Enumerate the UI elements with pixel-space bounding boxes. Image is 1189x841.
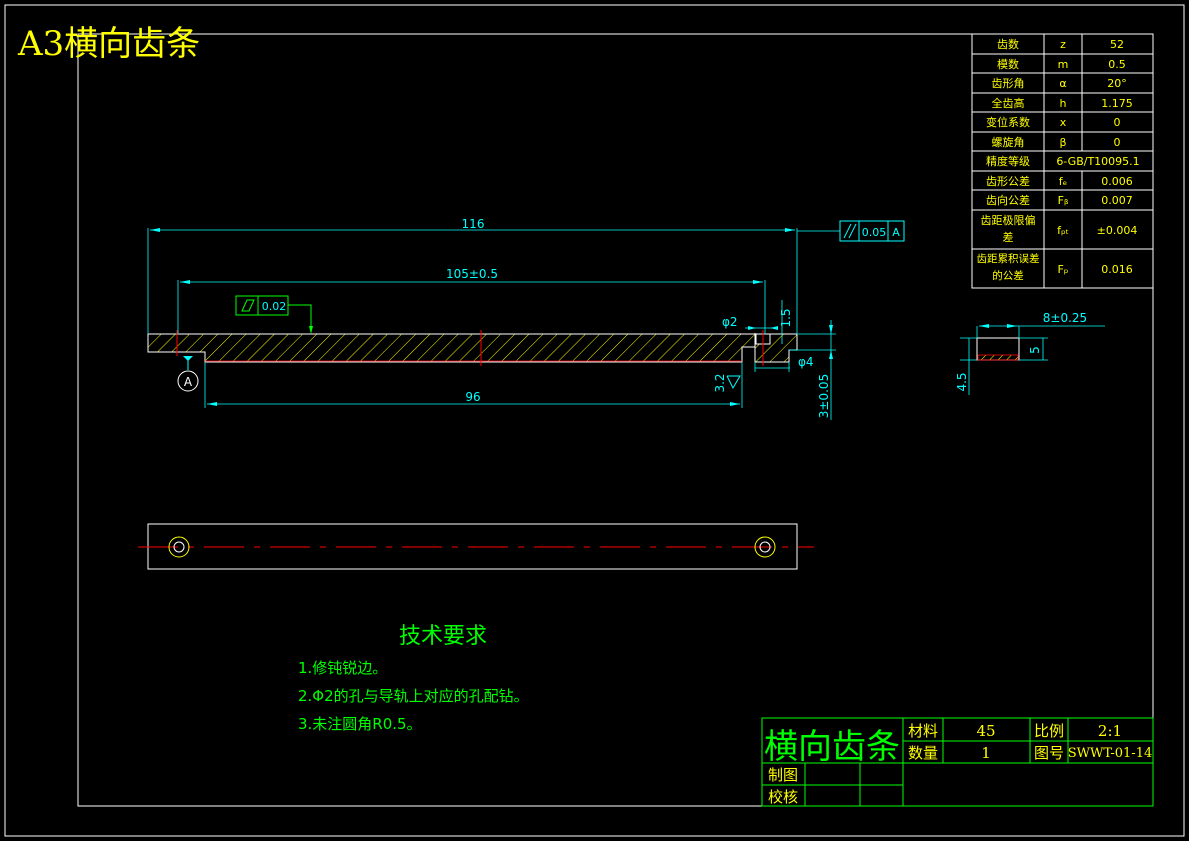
material-label: 材料 [908, 722, 938, 740]
param-symbol: β [1059, 136, 1066, 149]
param-name: 齿向公差 [986, 193, 1030, 207]
rack-front-view: 116 105±0.5 96 φ2 1.5 φ4 3±0.0 [147, 217, 905, 420]
param-name: 变位系数 [986, 115, 1030, 129]
param-value: 0.5 [1108, 58, 1126, 71]
dim-height: 3±0.05 [817, 374, 831, 418]
rack-top-view [138, 523, 814, 570]
parallelism-frame: 0.05 A [797, 220, 905, 242]
hole-right [754, 536, 776, 558]
dim-bottom-length: 96 [465, 390, 480, 404]
param-value: ±0.004 [1097, 224, 1138, 237]
gear-parameter-table: 齿数 z 52 模数 m 0.5 齿形角 α 20° 全齿高 h 1.175 变… [971, 33, 1154, 289]
param-value: 0 [1114, 136, 1121, 149]
checked-label: 校核 [768, 788, 798, 806]
rack-side-view: 8±0.25 5 4.5 [955, 311, 1105, 395]
roughness-value: 3.2 [713, 373, 727, 392]
inner-border [77, 33, 1154, 807]
param-symbol: fₚₜ [1057, 224, 1069, 237]
tech-requirements: 技术要求 1.修钝锐边。 2.Φ2的孔与导轨上对应的孔配钻。 3.未注圆角R0.… [298, 624, 529, 733]
drawn-label: 制图 [768, 766, 798, 784]
scale-value: 2:1 [1098, 722, 1122, 740]
parallelism-value: 0.05 [862, 226, 887, 239]
tech-item: 1.修钝锐边。 [298, 659, 387, 677]
dim-hole-dia: φ2 [722, 315, 738, 329]
roughness-symbol: 3.2 [713, 373, 741, 393]
hole-left [168, 536, 190, 558]
dim-step-height: 1.5 [779, 308, 793, 327]
param-name: 齿距极限偏差 [980, 214, 1036, 244]
tech-title: 技术要求 [399, 624, 487, 649]
param-value: 20° [1107, 77, 1127, 90]
param-symbol: α [1059, 77, 1066, 90]
material-value: 45 [976, 722, 995, 740]
param-name: 螺旋角 [992, 135, 1025, 149]
param-symbol: z [1060, 38, 1066, 51]
param-symbol: Fₚ [1057, 263, 1068, 276]
param-value: 0.007 [1101, 194, 1133, 207]
param-value: 0 [1114, 116, 1121, 129]
flatness-value: 0.02 [262, 300, 287, 313]
param-value: 1.175 [1101, 97, 1133, 110]
quantity-label: 数量 [908, 744, 938, 762]
drawing-no-value: SWWT-01-14 [1068, 746, 1153, 761]
param-name: 齿形角 [992, 77, 1025, 90]
dim-width: 8±0.25 [1043, 311, 1087, 325]
part-name: 横向齿条 [764, 727, 900, 767]
param-value: 52 [1110, 38, 1124, 51]
param-name: 模数 [997, 58, 1019, 71]
param-name: 精度等级 [986, 154, 1030, 168]
drawing-no-label: 图号 [1034, 744, 1064, 762]
dim-counterbore-dia: φ4 [798, 355, 814, 369]
param-name: 齿数 [997, 38, 1019, 51]
flatness-frame: 0.02 [235, 295, 313, 334]
title-block: 横向齿条 材料 45 比例 2:1 数量 1 图号 SWWT-01-14 制图 … [761, 717, 1154, 807]
tech-item: 3.未注圆角R0.5。 [298, 715, 422, 733]
param-value: 6-GB/T10095.1 [1056, 155, 1139, 168]
outer-border [4, 4, 1185, 837]
param-symbol: x [1060, 116, 1067, 129]
param-symbol: Fᵦ [1058, 194, 1069, 207]
param-value: 0.006 [1101, 175, 1133, 188]
param-symbol: m [1058, 58, 1069, 71]
dim-side-total: 4.5 [955, 372, 969, 391]
dim-overall-length: 116 [462, 217, 485, 231]
flatness-icon [241, 299, 255, 312]
sheet-title: A3横向齿条 [17, 24, 200, 64]
parallelism-datum: A [892, 226, 900, 239]
param-symbol: fₑ [1059, 175, 1067, 188]
param-symbol: h [1060, 97, 1067, 110]
param-name: 齿距累积误差的公差 [976, 253, 1040, 282]
scale-label: 比例 [1034, 722, 1064, 740]
datum-label: A [184, 375, 193, 389]
datum-marker: A [177, 356, 199, 392]
dim-hole-spacing: 105±0.5 [446, 267, 498, 281]
tech-item: 2.Φ2的孔与导轨上对应的孔配钻。 [298, 687, 529, 705]
param-name: 齿形公差 [986, 174, 1030, 188]
param-name: 全齿高 [992, 96, 1025, 110]
parallelism-icon [843, 223, 852, 239]
quantity-value: 1 [981, 744, 991, 762]
dim-side-height: 5 [1028, 346, 1042, 354]
param-value: 0.016 [1101, 263, 1133, 276]
